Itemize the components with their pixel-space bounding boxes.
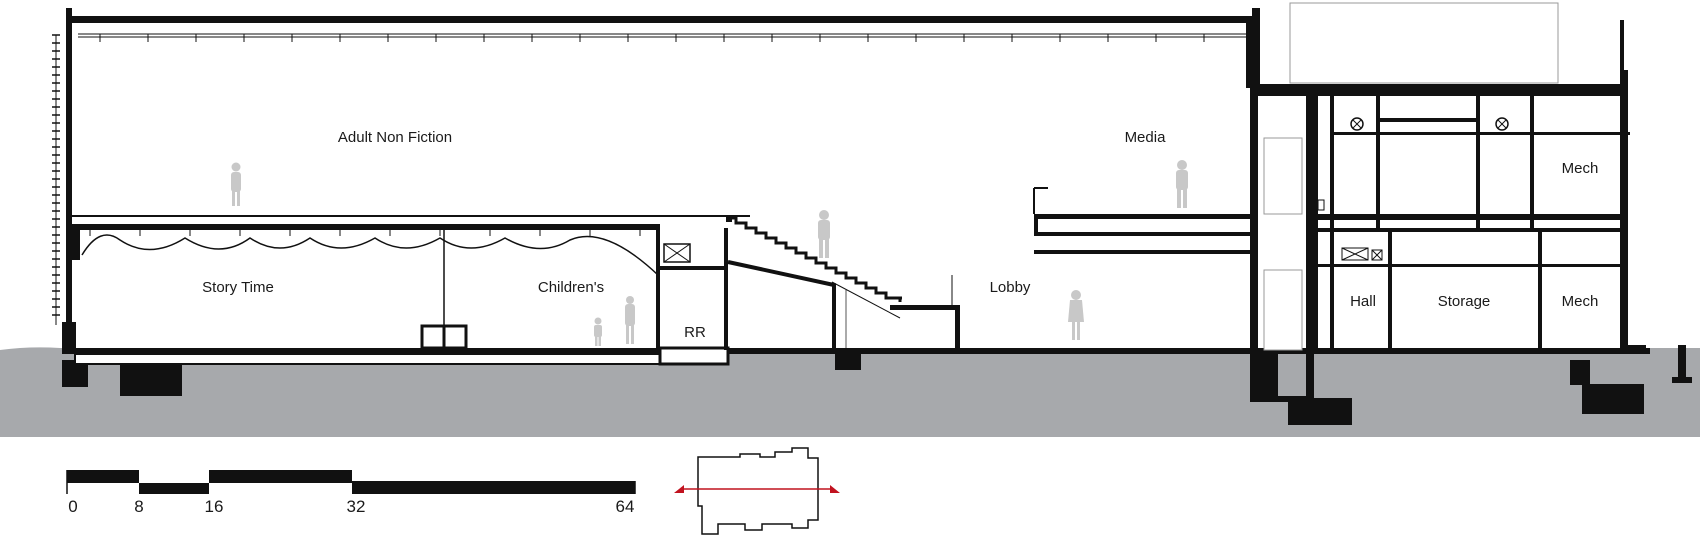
room-label-story-time: Story Time (202, 279, 274, 296)
child-figure (594, 317, 602, 346)
room-label-mech-lower: Mech (1562, 293, 1599, 310)
mezzanine-hangers (89, 230, 641, 236)
person-figure (231, 162, 241, 206)
room-label-childrens: Children's (538, 279, 604, 296)
key-plan-icon (674, 447, 840, 535)
person-figure (818, 210, 830, 258)
scale-label-64: 64 (616, 497, 635, 516)
room-label-adult-non-fiction: Adult Non Fiction (338, 129, 452, 146)
room-label-media: Media (1125, 129, 1167, 146)
service-block (1256, 2, 1646, 350)
room-labels: Adult Non Fiction Media Story Time Child… (202, 129, 1598, 341)
human-figures (231, 160, 1188, 346)
person-figure (1068, 290, 1084, 340)
room-label-lobby: Lobby (990, 279, 1031, 296)
scale-label-0: 0 (68, 497, 77, 516)
restroom-block (656, 228, 728, 350)
scale-label-32: 32 (347, 497, 366, 516)
stair (726, 216, 960, 350)
mezzanine-floor (66, 215, 750, 350)
media-balcony (1033, 187, 1258, 254)
room-label-hall: Hall (1350, 293, 1376, 310)
scale-label-16: 16 (205, 497, 224, 516)
room-label-mech-upper: Mech (1562, 160, 1599, 177)
scale-bar: 0 8 16 32 64 (66, 470, 636, 516)
elevator-shaft (1250, 88, 1314, 402)
scale-label-8: 8 (134, 497, 143, 516)
room-label-storage: Storage (1438, 293, 1491, 310)
room-label-rr: RR (684, 324, 706, 341)
section-cut-marker-left (674, 485, 684, 493)
section-cut-marker-right (830, 485, 840, 493)
person-figure (1176, 160, 1188, 208)
child-figure (625, 296, 635, 344)
roof (66, 8, 1260, 88)
roof-joists (99, 34, 1205, 42)
elevation-ticks (52, 34, 60, 316)
floor-slabs (62, 346, 1650, 366)
